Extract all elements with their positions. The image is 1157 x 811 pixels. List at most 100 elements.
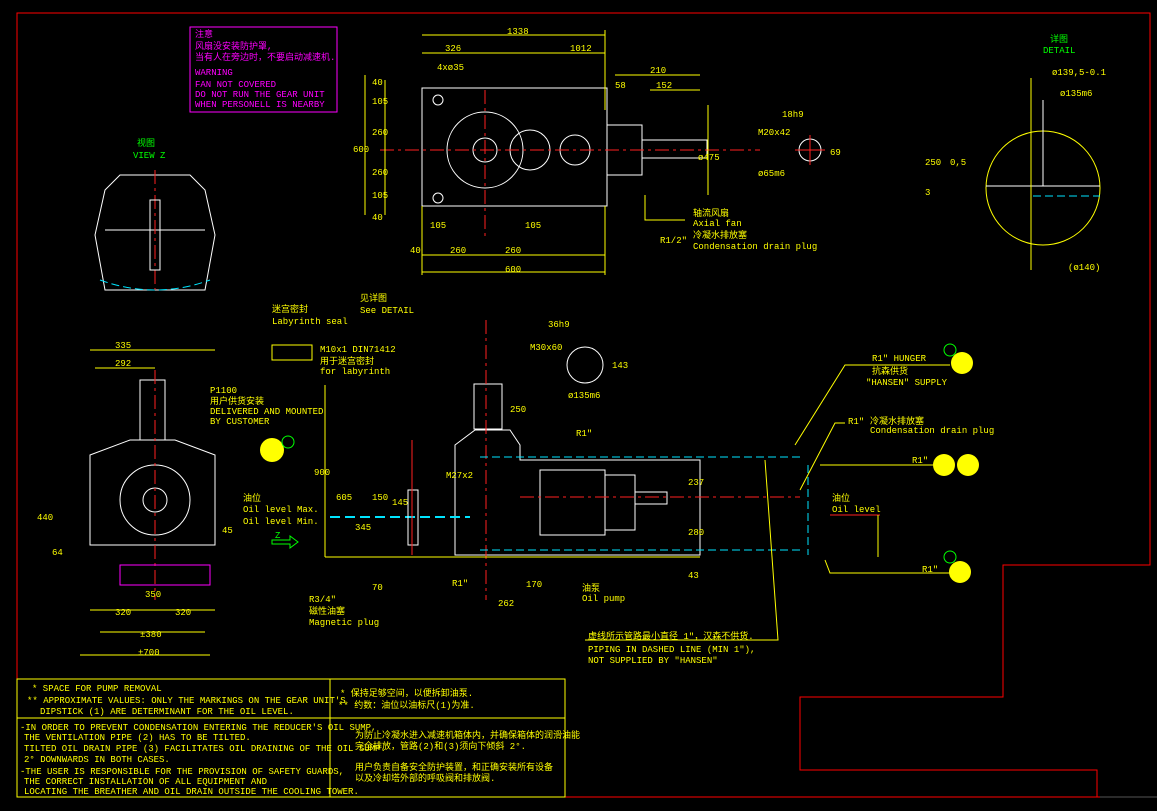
dimension-label: 43	[688, 571, 699, 581]
top-view: 1338 326 1012 4xø35 210 58 152 40 105 26…	[353, 27, 817, 275]
supply-label: "HANSEN" SUPPLY	[866, 378, 948, 388]
customer-label: DELIVERED AND MOUNTED	[210, 407, 323, 417]
oil-pump-cn: 油泵	[582, 582, 600, 594]
note-line-cn: 完全排放，管路(2)和(3)须向下倾斜 2°.	[355, 740, 526, 752]
dimension-label: 237	[688, 478, 704, 488]
note-line: 2° DOWNWARDS IN BOTH CASES.	[24, 755, 170, 765]
customer-label-cn: 用户供货安装	[210, 395, 264, 407]
dimension-label: 320	[175, 608, 191, 618]
dimension-label: 605	[336, 493, 352, 503]
dimension-label: 69	[830, 148, 841, 158]
warning-line: WHEN PERSONELL IS NEARBY	[195, 100, 325, 110]
warning-title-cn: 注意	[195, 28, 213, 40]
dimension-label: 326	[445, 44, 461, 54]
dimension-label: 335	[115, 341, 131, 351]
pipe-size-label: R1"	[922, 565, 938, 575]
detail-title: DETAIL	[1043, 46, 1075, 56]
piping-note: PIPING IN DASHED LINE (MIN 1"),	[588, 645, 755, 655]
see-detail-cn: 见详图	[360, 292, 387, 304]
dimension-label: 36h9	[548, 320, 570, 330]
dimension-label: M30x60	[530, 343, 562, 353]
note-line-cn: * 保持足够空间，以便拆卸油泵.	[340, 687, 473, 699]
hunger-label: R1" HUNGER	[872, 354, 927, 364]
p-label: P1100	[210, 386, 237, 396]
piping-note: NOT SUPPLIED BY "HANSEN"	[588, 656, 718, 666]
dimension-label: 320	[115, 608, 131, 618]
oil-level-min: Oil level Min.	[243, 517, 319, 527]
dimension-label: 262	[498, 599, 514, 609]
customer-label: BY CUSTOMER	[210, 417, 270, 427]
see-detail: See DETAIL	[360, 306, 414, 316]
oil-level-cn: 油位	[832, 492, 850, 504]
piping-annotations: R1" HUNGER 抗森供货 "HANSEN" SUPPLY R1" 冷凝水排…	[585, 343, 994, 666]
detail-view: 详图 DETAIL ø139,5-0.1 ø135m6 (ø140) 250 0…	[925, 33, 1106, 273]
pipe-size-label: R1"	[576, 429, 592, 439]
dimension-label: 152	[656, 81, 672, 91]
dimension-label: 280	[688, 528, 704, 538]
view-z: 视图 VIEW Z	[94, 137, 216, 291]
note-line-cn: 为防止冷凝水进入减速机箱体内，并确保箱体的润滑油能	[355, 729, 580, 741]
dimension-label: ø135m6	[1060, 89, 1092, 99]
warning-title: WARNING	[195, 68, 233, 78]
dimension-label: 40	[410, 246, 421, 256]
fan-label-cn: 轴流风扇	[693, 207, 729, 219]
warning-line: FAN NOT COVERED	[195, 80, 276, 90]
note-line: * SPACE FOR PUMP REMOVAL	[32, 684, 162, 694]
dimension-label: 105	[525, 221, 541, 231]
shaft-end-view: 18h9 M20x42 ø65m6 69	[758, 110, 841, 179]
warning-line: 风扇没安装防护罩,	[195, 40, 272, 52]
drain-label: Condensation drain plug	[693, 242, 817, 252]
dimension-label: 345	[355, 523, 371, 533]
dimension-label: 260	[505, 246, 521, 256]
note-line-cn: 用户负责自备安全防护装置，和正确安装所有设备	[355, 761, 553, 773]
dimension-label: M27x2	[446, 471, 473, 481]
dimension-label: 0,5	[950, 158, 966, 168]
detail-title-cn: 详图	[1050, 33, 1068, 45]
notes-table: * SPACE FOR PUMP REMOVAL ** APPROXIMATE …	[16, 678, 580, 798]
dimension-label: 1012	[570, 44, 592, 54]
front-view: 335 292 440 64 45 350 320 320 ±380 ±700	[37, 341, 233, 658]
dimension-label: 292	[115, 359, 131, 369]
dimension-label: ±700	[138, 648, 160, 658]
dimension-label: 40	[372, 78, 383, 88]
dimension-label: 58	[615, 81, 626, 91]
magnetic-plug: Magnetic plug	[309, 618, 379, 628]
dimension-label: 3	[925, 188, 930, 198]
view-z-title: VIEW Z	[133, 151, 166, 161]
dimension-label: ±380	[140, 630, 162, 640]
fan-label: Axial fan	[693, 219, 742, 229]
labyrinth-label-cn: 迷宫密封	[272, 303, 308, 315]
oil-level: Oil level	[832, 505, 881, 515]
dimension-label: 40	[372, 213, 383, 223]
supply-label-cn: 抗森供货	[872, 365, 908, 377]
oil-pump: Oil pump	[582, 594, 625, 604]
dimension-label: ø65m6	[758, 169, 785, 179]
dimension-label: 900	[314, 468, 330, 478]
note-line-cn: ** 约数：油位以油标尺(1)为准.	[338, 699, 475, 711]
dimension-label: ø135m6	[568, 391, 600, 401]
dimension-label: 350	[145, 590, 161, 600]
dimension-label: 210	[650, 66, 666, 76]
dimension-label: 64	[52, 548, 63, 558]
oil-level-cn: 油位	[243, 492, 261, 504]
dimension-label: 250	[510, 405, 526, 415]
drain-code: R1/2"	[660, 236, 687, 246]
for-labyrinth-cn: 用于迷宫密封	[320, 355, 374, 367]
dimension-label: 105	[372, 191, 388, 201]
dimension-label: 1338	[507, 27, 529, 37]
dimension-label: 105	[372, 97, 388, 107]
dimension-label: M20x42	[758, 128, 790, 138]
dimension-label: 45	[222, 526, 233, 536]
piping-note-cn: 虚线所示管路最小直径 1"，汉森不供货.	[588, 630, 754, 642]
oil-level-max: Oil level Max.	[243, 505, 319, 515]
note-line: LOCATING THE BREATHER AND OIL DRAIN OUTS…	[24, 787, 359, 797]
view-z-title-cn: 视图	[137, 137, 155, 149]
note-line: THE CORRECT INSTALLATION OF ALL EQUIPMEN…	[24, 777, 267, 787]
dimension-label: 4xø35	[437, 63, 464, 73]
magnetic-plug-cn: 磁性油塞	[309, 605, 345, 617]
warning-line: 当有人在旁边时，不要启动减速机.	[195, 51, 335, 63]
labyrinth-label: Labyrinth seal	[272, 317, 348, 327]
note-line: -THE USER IS RESPONSIBLE FOR THE PROVISI…	[20, 767, 344, 777]
note-line: TILTED OIL DRAIN PIPE (3) FACILITATES OI…	[24, 744, 386, 754]
